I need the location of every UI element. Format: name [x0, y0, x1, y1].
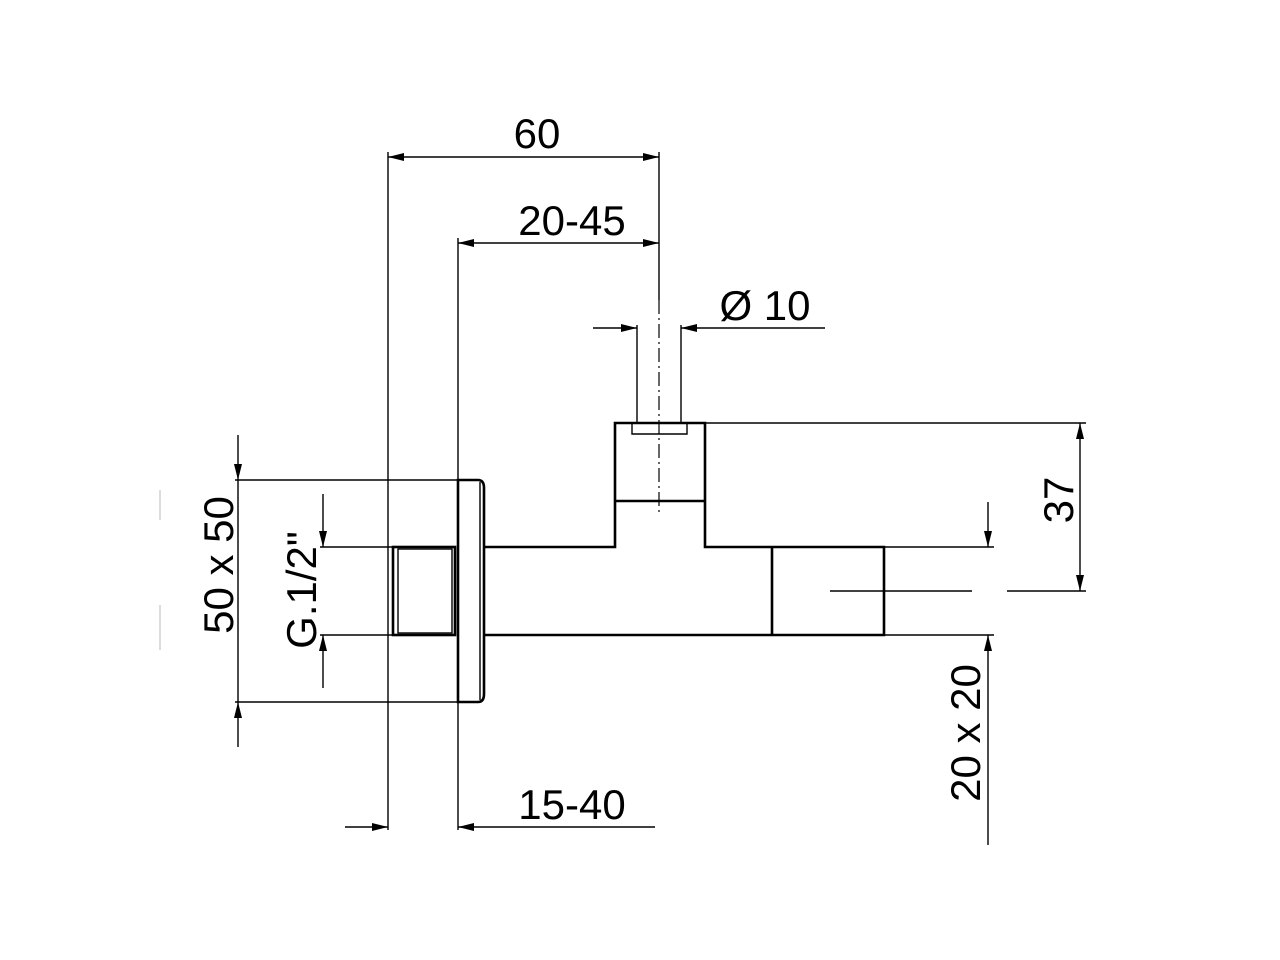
dimension-15-40: 15-40 [345, 781, 655, 831]
dim-label-diameter: Ø 10 [719, 282, 810, 329]
extension-lines [235, 152, 1086, 830]
dim-label-20x20: 20 x 20 [942, 664, 989, 802]
dim-label-37: 37 [1035, 477, 1082, 524]
dim-label-thread: G.1/2" [278, 531, 325, 649]
dimension-50x50: 50 x 50 [195, 435, 242, 747]
dimension-thread: G.1/2" [278, 494, 327, 688]
thread-inlet [391, 545, 457, 637]
dim-label-50x50: 50 x 50 [195, 496, 242, 634]
wall-flange [456, 478, 486, 704]
dimension-60: 60 [388, 110, 659, 161]
dimension-20-45: 20-45 [458, 197, 659, 247]
dimension-diameter-10: Ø 10 [593, 282, 825, 332]
dim-label-60: 60 [514, 110, 561, 157]
dimension-20x20: 20 x 20 [942, 502, 992, 845]
dimension-37: 37 [1035, 423, 1084, 591]
valve-body [391, 300, 972, 704]
dim-label-15-40: 15-40 [518, 781, 625, 828]
dim-label-20-45: 20-45 [518, 197, 625, 244]
body-outline [484, 421, 886, 637]
